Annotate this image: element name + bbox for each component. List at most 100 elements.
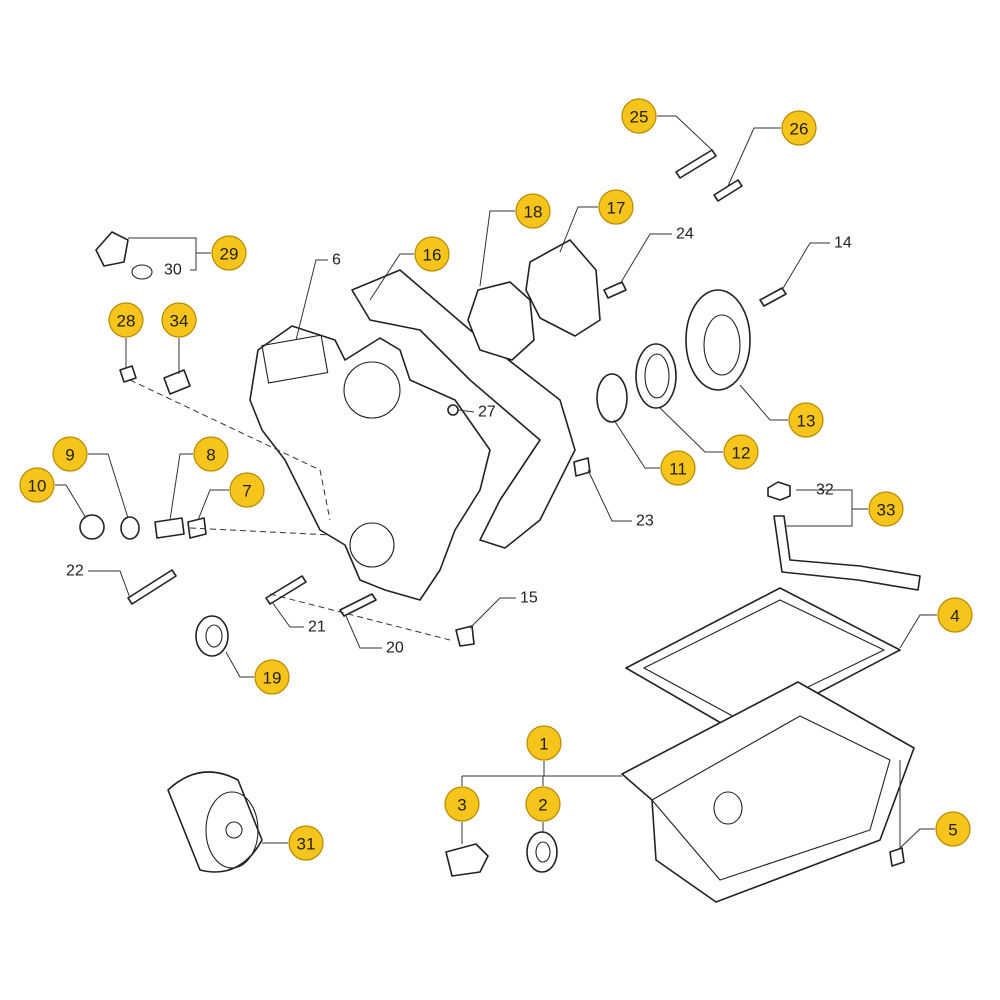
leader-line-17 [559,206,598,253]
fitting-23 [573,457,591,477]
leader-line-24 [619,233,672,285]
callout-number: 26 [790,120,809,139]
callout-number: 12 [732,444,751,463]
callout-10[interactable]: 10 [19,467,55,503]
callout-number: 10 [28,477,47,496]
washer-2 [526,831,558,873]
part-label-14[interactable]: 14 [834,235,852,252]
spring-8 [154,517,185,539]
callout-number: 25 [630,108,649,127]
cap-10 [79,514,105,540]
callout-number: 16 [423,246,442,265]
callout-circle [414,236,450,272]
part-label-32[interactable]: 32 [816,482,834,499]
callout-9[interactable]: 9 [52,436,88,472]
part-label-22[interactable]: 22 [66,563,84,580]
part-label-21[interactable]: 21 [308,619,326,636]
seal-19 [195,615,229,657]
callout-34[interactable]: 34 [161,302,197,338]
part-label-30[interactable]: 30 [164,262,182,279]
callout-33[interactable]: 33 [868,491,904,527]
callout-number: 9 [65,446,74,465]
washer-9 [120,516,140,540]
callout-number: 4 [950,607,959,626]
callout-number: 7 [242,482,251,501]
bolt-24 [603,281,627,299]
leader-line-14 [781,242,830,291]
callout-circle [444,786,480,822]
pin-25 [675,149,717,179]
callout-circle [781,110,817,146]
drain-plug-3 [445,843,489,877]
callout-1[interactable]: 1 [526,725,562,761]
callout-number: 3 [457,796,466,815]
callout-circle [211,235,247,271]
callout-number: 31 [297,835,316,854]
callout-26[interactable]: 26 [781,110,817,146]
callout-13[interactable]: 13 [788,402,824,438]
callout-11[interactable]: 11 [660,450,696,486]
callout-12[interactable]: 12 [723,434,759,470]
part-label-27[interactable]: 27 [478,404,496,421]
cover-port [261,334,329,384]
pump-body-13 [685,289,751,391]
cover-bore [343,361,401,419]
pump-cover-17 [525,239,601,337]
bolt-14 [759,287,787,307]
leader-line-11 [613,419,660,469]
part-label-15[interactable]: 15 [520,590,538,607]
leader-lines [55,115,937,849]
callout-circle [525,786,561,822]
inner-rotor-11 [596,373,628,423]
callout-2[interactable]: 2 [525,786,561,822]
leader-line-25 [657,115,713,151]
timing-cover [249,325,491,601]
outer-rotor-12 [635,343,677,409]
part-label-23[interactable]: 23 [636,513,654,530]
callout-19[interactable]: 19 [254,659,290,695]
leader-line-27 [457,409,475,413]
callout-17[interactable]: 17 [598,189,634,225]
leader-line-15 [469,597,516,629]
callout-circle [598,189,634,225]
reference-numbers: 1234578910111213161718192526282931333461… [19,98,973,861]
callout-5[interactable]: 5 [935,811,971,847]
cover-seal-bore [349,522,395,568]
leader-line-29 [128,237,211,271]
part-label-24[interactable]: 24 [676,226,694,243]
bolt-22 [127,569,177,605]
callout-25[interactable]: 25 [621,98,657,134]
callout-28[interactable]: 28 [108,302,144,338]
leader-line-20 [345,615,382,649]
leader-line-5 [899,760,935,849]
callout-3[interactable]: 3 [444,786,480,822]
callout-number: 8 [206,446,215,465]
callout-29[interactable]: 29 [211,235,247,271]
callout-number: 33 [877,501,896,520]
oil-filter-31 [167,771,263,873]
leader-line-12 [659,407,723,453]
callout-circle [52,436,88,472]
callout-7[interactable]: 7 [229,472,265,508]
leader-line-22 [88,570,131,599]
leader-line-23 [587,469,632,522]
callout-circle [254,659,290,695]
dipstick-tube-33 [773,515,921,591]
callout-number: 34 [170,312,189,331]
callout-16[interactable]: 16 [414,236,450,272]
part-label-6[interactable]: 6 [332,252,341,269]
part-label-20[interactable]: 20 [386,640,404,657]
parts-drawing [79,149,921,903]
callout-number: 13 [797,412,816,431]
callout-4[interactable]: 4 [937,597,973,633]
callout-8[interactable]: 8 [193,436,229,472]
o-ring-30 [131,264,153,280]
callout-31[interactable]: 31 [288,825,324,861]
plug-15 [455,625,475,647]
leader-line-4 [899,614,937,649]
leader-line-1 [462,761,622,777]
callout-18[interactable]: 18 [515,193,551,229]
leader-line-13 [739,384,788,421]
callout-number: 5 [948,821,957,840]
